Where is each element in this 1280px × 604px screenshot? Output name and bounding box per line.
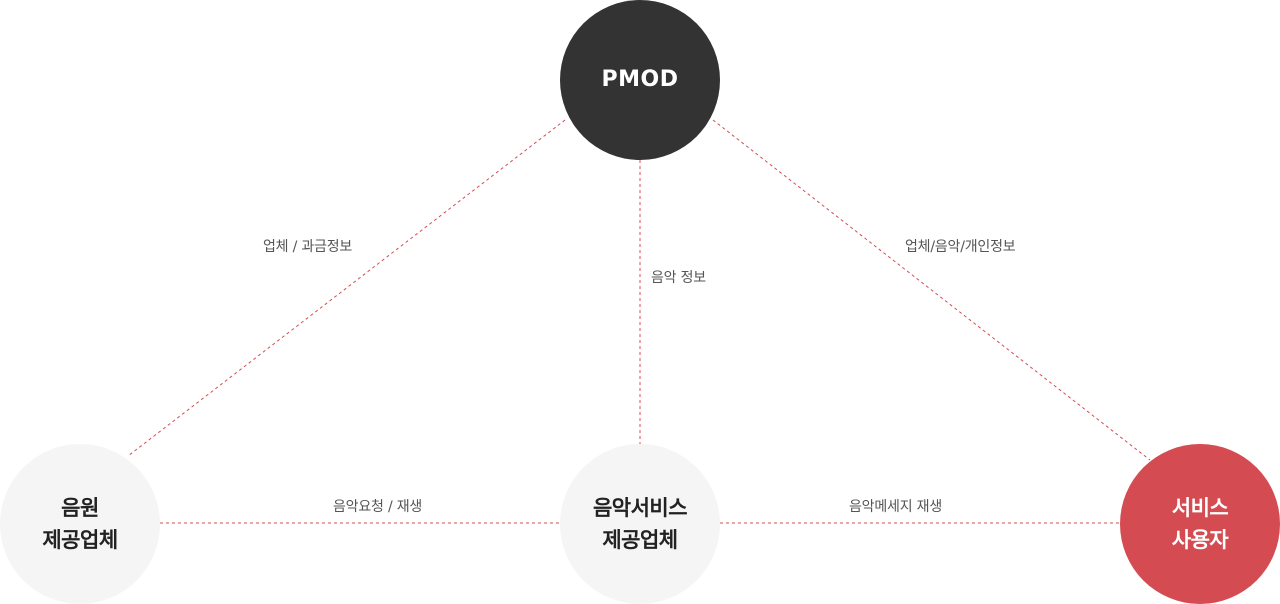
node-service-user: 서비스 사용자 <box>1120 444 1280 604</box>
node-service-user-label: 서비스 사용자 <box>1171 496 1229 552</box>
node-music-source-provider: 음원 제공업체 <box>0 444 160 604</box>
node-pmod-label: PMOD <box>601 67 679 92</box>
edge-label-pmod-service: 음악 정보 <box>651 270 706 286</box>
edge-label-pmod-user: 업체/음악/개인정보 <box>905 239 1016 255</box>
edge-pmod-source <box>127 119 566 457</box>
edge-label-service-user: 음악메세지 재생 <box>849 499 943 515</box>
node-music-service-provider-label: 음악서비스 제공업체 <box>592 496 688 552</box>
node-music-source-provider-label: 음원 제공업체 <box>42 496 118 552</box>
edge-label-source-service: 음악요청 / 재생 <box>333 499 423 515</box>
edge-pmod-user <box>712 119 1151 461</box>
edge-label-pmod-source: 업체 / 과금정보 <box>263 239 353 255</box>
node-music-service-provider: 음악서비스 제공업체 <box>560 444 720 604</box>
node-pmod: PMOD <box>560 0 720 160</box>
